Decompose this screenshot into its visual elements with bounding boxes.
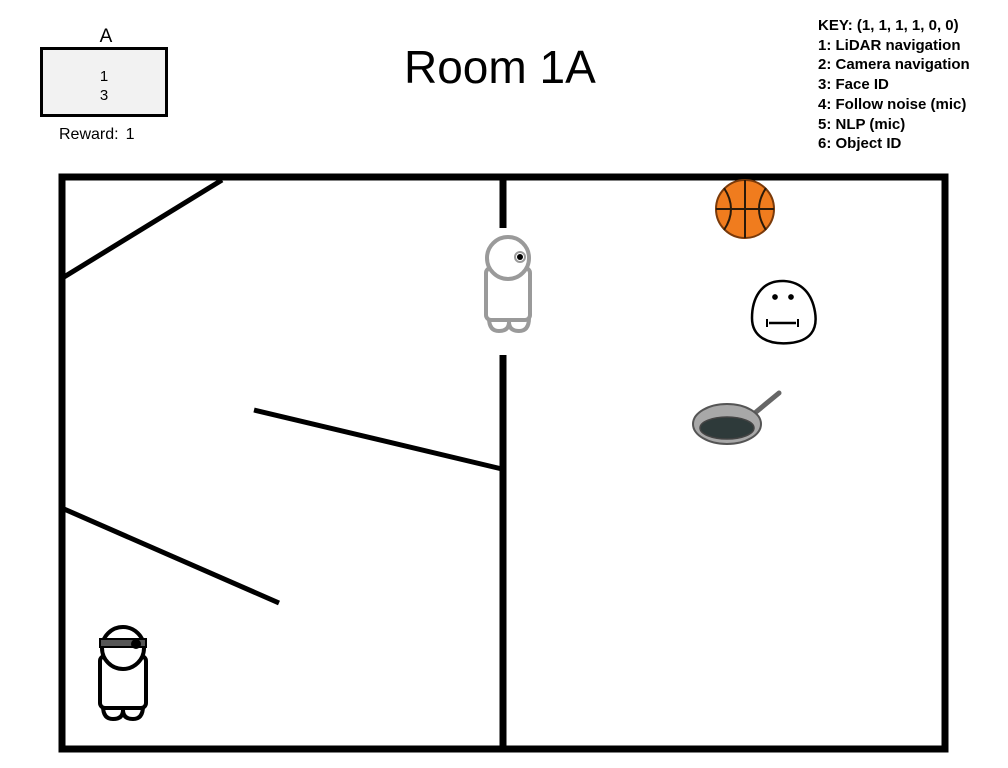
diagonal-wall-1 — [62, 177, 224, 280]
key-item-object-id: 6: Object ID — [818, 135, 902, 153]
diagonal-wall-3 — [62, 506, 281, 606]
reward-readout: Reward: 1 — [59, 126, 134, 144]
face-icon — [750, 279, 817, 345]
reward-label: Reward: — [59, 126, 119, 143]
key-item-follow-noise: 4: Follow noise (mic) — [818, 95, 967, 113]
card-value-1: 1 — [99, 68, 109, 85]
state-card: 1 3 — [40, 47, 168, 117]
diagonal-wall-2 — [253, 407, 503, 472]
key-item-lidar: 1: LiDAR navigation — [818, 36, 961, 54]
reward-value: 1 — [125, 126, 135, 143]
card-value-2: 3 — [99, 87, 109, 104]
key-legend: KEY: (1, 1, 1, 1, 0, 0) 1: LiDAR navigat… — [818, 16, 970, 154]
key-item-face-id: 3: Face ID — [818, 76, 889, 94]
frying-pan-icon — [692, 390, 782, 445]
card-letter: A — [99, 26, 113, 47]
robot-ghost-icon — [484, 235, 532, 334]
key-item-nlp: 5: NLP (mic) — [818, 115, 906, 133]
key-header: KEY: (1, 1, 1, 1, 0, 0) — [818, 17, 959, 34]
room-title: Room 1A — [404, 41, 596, 93]
basketball-icon — [715, 179, 775, 239]
robot-agent-icon — [98, 625, 148, 722]
key-item-camera: 2: Camera navigation — [818, 56, 970, 74]
